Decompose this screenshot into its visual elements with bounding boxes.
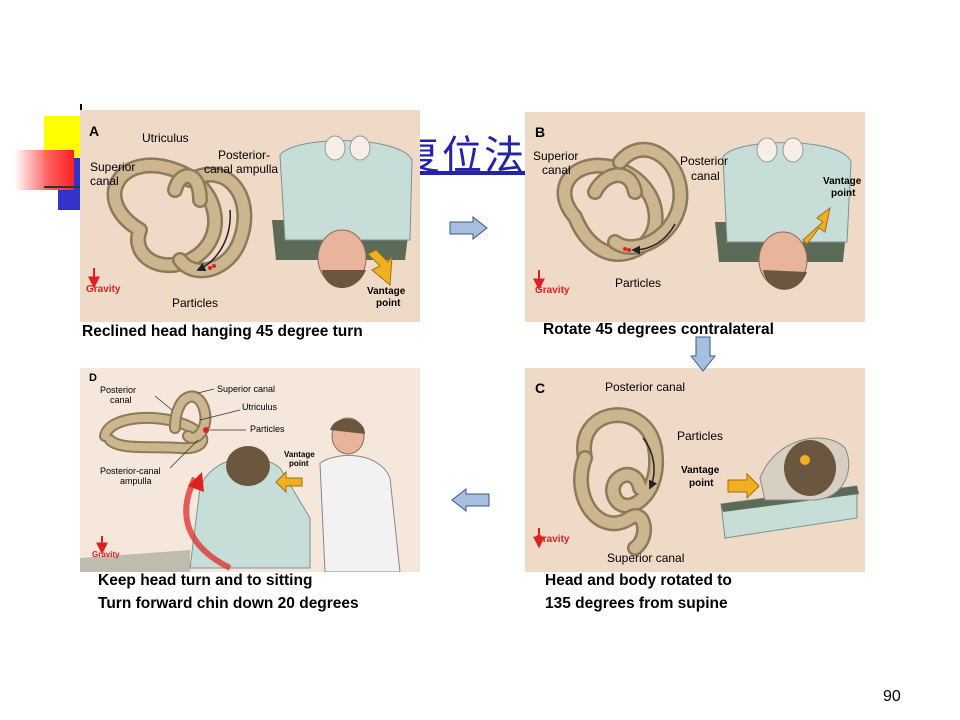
panel-a-letter: A [89,123,100,139]
label-gravity: Gravity [92,550,120,559]
label-utriculus: Utriculus [242,402,278,412]
caption-c-line1: Head and body rotated to [545,572,732,589]
caption-d: Keep head turn and to sitting Turn forwa… [98,569,359,615]
panel-a-canals [106,157,253,279]
arrow-right-icon [449,216,488,240]
arrow-left-icon [451,488,490,512]
decor-red-gradient [14,150,74,190]
label-vantage-line1: Vantage [681,465,720,476]
label-particles: Particles [677,429,724,443]
caption-b: Rotate 45 degrees contralateral [543,321,774,338]
page-number: 90 [883,688,901,705]
panel-c-letter: C [535,380,546,396]
label-gravity: Gravity [86,284,121,295]
label-posterior-line2: canal [691,169,720,183]
caption-c-line2: 135 degrees from supine [545,595,728,612]
label-superior-canal: Superior canal [607,551,685,565]
label-particles: Particles [172,296,219,310]
panel-b-illustration: B Superior canal Posterior canal Vantage… [525,112,865,322]
decor-tick [80,104,82,114]
panel-d-letter: D [89,372,97,384]
panel-c-illustration: C Posterior canal Particles Vantage poin… [525,368,865,572]
panel-a-illustration: A Utriculus Superior canal Posterior- ca… [80,110,420,322]
label-utriculus: Utriculus [142,131,189,145]
label-vantage-line1: Vantage [284,450,315,459]
panel-b-letter: B [535,124,546,140]
label-superior-line2: canal [90,174,119,188]
label-particles: Particles [615,276,662,290]
label-vantage-line2: point [689,478,714,489]
label-posterior-line1: Posterior [680,154,729,168]
label-vantage-line2: point [376,298,401,309]
label-gravity: Gravity [535,534,570,545]
label-gravity: Gravity [535,285,570,296]
label-ampulla-line1: Posterior-canal [100,466,161,476]
caption-c: Head and body rotated to 135 degrees fro… [545,569,732,615]
arrow-down-icon [690,336,716,372]
label-superior-line2: canal [542,163,571,177]
label-vantage-line2: point [831,188,856,199]
label-ampulla-line2: canal ampulla [204,162,279,176]
label-superior-line1: Superior [90,160,136,174]
label-ampulla-line1: Posterior- [218,148,271,162]
panel-c-canals [573,407,665,556]
slide-title-fragment: 复位法 [400,133,526,179]
label-posterior-line1: Posterior [100,385,137,395]
label-posterior-line2: canal [110,395,132,405]
label-superior-line1: Superior [533,149,579,163]
panel-d-canals [99,390,212,455]
decor-line [44,186,84,188]
caption-d-line2: Turn forward chin down 20 degrees [98,595,359,612]
caption-a: Reclined head hanging 45 degree turn [82,323,363,340]
label-superior-canal: Superior canal [217,384,276,394]
label-vantage-line1: Vantage [367,286,406,297]
label-particles: Particles [250,424,285,434]
panel-b-canals [556,141,689,262]
label-vantage-line1: Vantage [823,176,862,187]
label-ampulla-line2: ampulla [120,476,152,486]
label-vantage-line2: point [289,459,309,468]
caption-d-line1: Keep head turn and to sitting [98,572,313,589]
panel-d-illustration: D Posterior canal Superior canal Utricul… [80,368,420,572]
label-posterior-canal: Posterior canal [605,380,686,394]
